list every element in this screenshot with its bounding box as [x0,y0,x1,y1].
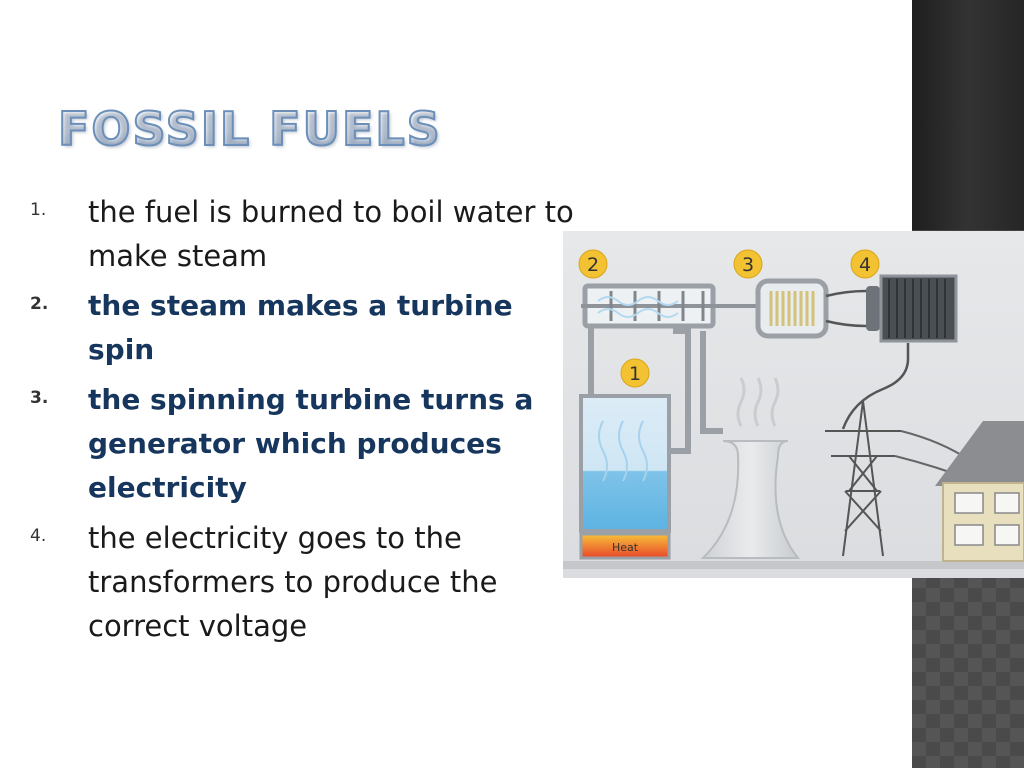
step-text: the steam makes a turbine spin [88,289,513,366]
step-text: the electricity goes to the transformers… [88,521,498,643]
generator-body [755,278,829,339]
marker-1-label: 1 [629,363,641,385]
step-item-2: 2. the steam makes a turbine spin [30,284,575,372]
heat-label: Heat [612,541,639,554]
step-number: 3. [30,388,49,408]
generator-coils [769,291,815,326]
turbine-group [581,283,763,329]
generator-group [755,278,867,339]
boiler-tank [579,394,671,533]
cooling-tower [700,440,801,559]
marker-2-label: 2 [587,254,599,276]
step-text: the spinning turbine turns a generator w… [88,383,534,504]
step-number: 2. [30,294,49,314]
marker-4: 4 [850,249,880,279]
generator-wires [825,289,867,328]
slide-title-text: FOSSIL FUELS [57,101,442,157]
marker-3-label: 3 [742,254,754,276]
boiler-group: Heat [579,394,671,560]
steps-list: 1. the fuel is burned to boil water to m… [30,190,575,654]
side-band-pattern [912,560,1024,768]
transformer-body [879,274,958,343]
slide-title: FOSSIL FUELS [57,101,442,157]
ground-line [563,561,1024,569]
house-window [994,524,1020,546]
transformer-fins [888,279,946,338]
marker-1: 1 [620,358,650,388]
pipe-right-top [669,328,691,454]
side-band-shade [912,0,1024,230]
marker-2: 2 [578,249,608,279]
cooling-tower-group [700,377,801,559]
step-number: 4. [30,526,47,546]
step-item-1: 1. the fuel is burned to boil water to m… [30,190,575,278]
house-window [994,492,1020,514]
house-window [954,492,984,514]
power-pylon [825,400,976,557]
transformer-group [841,274,958,430]
step-number: 1. [30,200,47,220]
power-plant-diagram: Heat [563,231,1024,578]
steam-wisps-boiler [598,420,648,482]
house-window [954,524,984,546]
tower-steam [736,377,780,427]
transformer-coil-left [866,286,880,331]
transformer-output-wire [841,343,910,430]
marker-3: 3 [733,249,763,279]
step-item-4: 4. the electricity goes to the transform… [30,516,575,648]
steam-wisps-turbine [597,296,679,318]
marker-4-label: 4 [859,254,871,276]
heat-bar [579,532,671,560]
house-roof [935,421,1024,486]
step-text: the fuel is burned to boil water to make… [88,195,574,273]
house-group [935,421,1024,562]
step-item-3: 3. the spinning turbine turns a generato… [30,378,575,510]
